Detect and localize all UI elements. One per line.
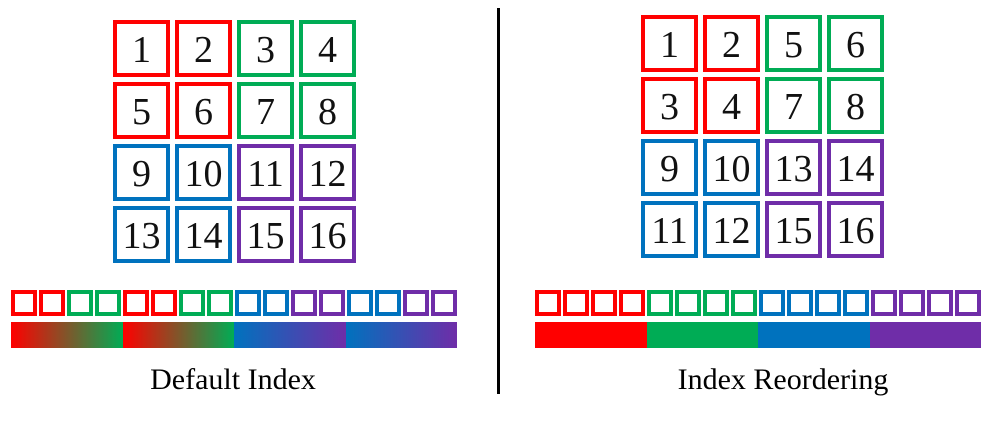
grid-cell: 14 (827, 139, 884, 196)
grid-cell: 13 (765, 139, 822, 196)
grid-cell: 16 (827, 201, 884, 258)
strip-square (927, 290, 953, 316)
grid-cell: 15 (765, 201, 822, 258)
strip-square (955, 290, 981, 316)
strip-square (759, 290, 785, 316)
strip-square (871, 290, 897, 316)
strip-square (319, 290, 345, 316)
grid-cell: 12 (299, 144, 356, 201)
grid-cell: 3 (237, 20, 294, 77)
strip-square (179, 290, 205, 316)
strip-square (675, 290, 701, 316)
strip-square (787, 290, 813, 316)
bar-segment (535, 322, 647, 348)
bar-segment (122, 322, 234, 348)
bar-segment (758, 322, 870, 348)
strip-square (67, 290, 93, 316)
strip-square (95, 290, 121, 316)
grid-cell: 11 (237, 144, 294, 201)
strip-square (731, 290, 757, 316)
grid-cell: 1 (113, 20, 170, 77)
strip-square (39, 290, 65, 316)
bar-segment (11, 322, 123, 348)
grid-cell: 5 (113, 82, 170, 139)
strip-square (347, 290, 373, 316)
strip-square (431, 290, 457, 316)
grid-cell: 6 (175, 82, 232, 139)
grid-cell: 3 (641, 77, 698, 134)
panel-caption: Default Index (150, 363, 316, 396)
strip-square (591, 290, 617, 316)
grid-cell: 1 (641, 15, 698, 72)
strip-square (207, 290, 233, 316)
strip-square (703, 290, 729, 316)
strip-square (619, 290, 645, 316)
grid-cell: 13 (113, 206, 170, 263)
bar-segment (869, 322, 981, 348)
strip-square (647, 290, 673, 316)
grid-cell: 16 (299, 206, 356, 263)
grid-cell: 4 (299, 20, 356, 77)
grid-cell: 2 (175, 20, 232, 77)
grid-cell: 14 (175, 206, 232, 263)
grid-cell: 10 (703, 139, 760, 196)
strip-square (11, 290, 37, 316)
bar-segment (646, 322, 758, 348)
strip-square (375, 290, 401, 316)
strip-square (123, 290, 149, 316)
linear-index-strip (535, 290, 981, 316)
strip-square (263, 290, 289, 316)
strip-square (815, 290, 841, 316)
strip-square (535, 290, 561, 316)
strip-square (563, 290, 589, 316)
bar-segment (345, 322, 457, 348)
grid-cell: 2 (703, 15, 760, 72)
grid-cell: 5 (765, 15, 822, 72)
strip-square (899, 290, 925, 316)
strip-square (403, 290, 429, 316)
panel-caption: Index Reordering (677, 363, 889, 396)
memory-color-bar (11, 322, 457, 348)
grid-cell: 9 (641, 139, 698, 196)
grid-cell: 8 (827, 77, 884, 134)
grid-cell: 8 (299, 82, 356, 139)
grid-cell: 15 (237, 206, 294, 263)
grid-cell: 9 (113, 144, 170, 201)
memory-color-bar (535, 322, 981, 348)
grid-cell: 11 (641, 201, 698, 258)
strip-square (235, 290, 261, 316)
strip-square (291, 290, 317, 316)
strip-square (843, 290, 869, 316)
linear-index-strip (11, 290, 457, 316)
grid-cell: 7 (765, 77, 822, 134)
grid-cell: 7 (237, 82, 294, 139)
grid-cell: 10 (175, 144, 232, 201)
strip-square (151, 290, 177, 316)
bar-segment (234, 322, 346, 348)
panel-divider-line (497, 8, 500, 394)
grid-cell: 6 (827, 15, 884, 72)
grid-cell: 12 (703, 201, 760, 258)
grid-cell: 4 (703, 77, 760, 134)
